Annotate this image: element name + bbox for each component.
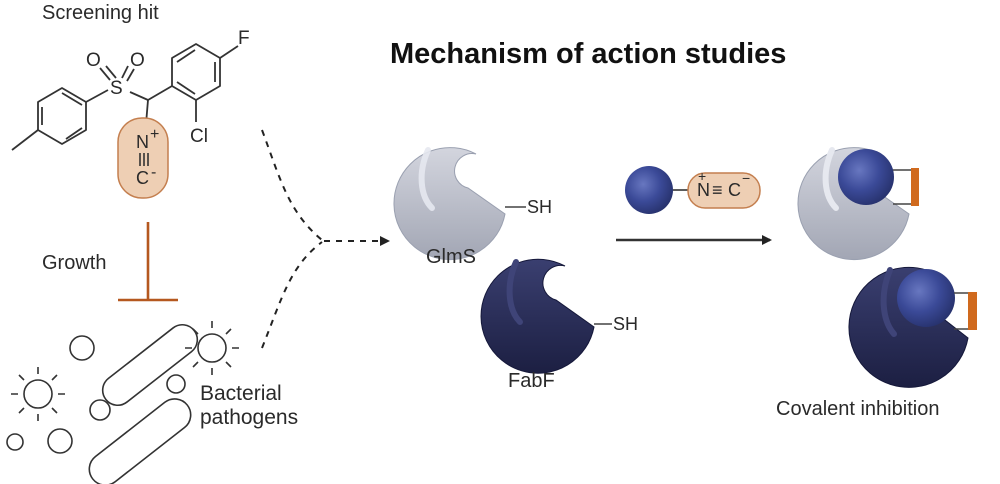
coccus <box>69 335 95 361</box>
carbon-charge: - <box>151 164 157 181</box>
glms-enzyme <box>393 147 526 261</box>
fabf-label: FabF <box>508 370 555 392</box>
glms-pacman <box>393 147 506 261</box>
reagent-carbon: C <box>728 180 741 200</box>
coccus <box>6 433 24 451</box>
spiky-bacterium <box>185 321 239 375</box>
bacteria-cluster <box>6 321 239 484</box>
growth-inhibition-symbol <box>118 222 178 302</box>
fabf-enzyme <box>480 258 612 374</box>
convergence-arrows <box>261 129 390 349</box>
dashed-curve-lower <box>261 241 323 349</box>
screening-hit-structure <box>11 43 239 151</box>
methyl-bond <box>11 129 39 151</box>
tolyl-ring <box>37 87 87 145</box>
bacteria-label-line1: Bacterial <box>200 382 282 405</box>
reagent-highlight <box>687 172 761 209</box>
atom-sulfur: S <box>110 78 123 99</box>
bacillus <box>101 323 199 407</box>
atom-chlorine: Cl <box>190 126 208 147</box>
coccus <box>47 428 73 454</box>
screening-hit-label: Screening hit <box>42 2 159 24</box>
glms-label: GlmS <box>426 246 476 268</box>
coccus <box>89 399 111 421</box>
atom-nitrogen: N <box>136 132 149 152</box>
covalent-link <box>968 292 977 330</box>
bound-ligand-sphere <box>897 269 955 327</box>
nitrogen-charge: + <box>150 126 160 143</box>
bound-ligand-sphere <box>838 149 894 205</box>
bacteria-label-line2: pathogens <box>200 406 299 429</box>
atom-carbon: C <box>136 168 149 188</box>
isonitrile-reagent <box>625 166 761 214</box>
fabf-pacman <box>480 258 595 374</box>
fabf-covalent-complex <box>848 266 977 388</box>
fabf-thiol-label: SH <box>613 314 639 334</box>
reagent-plus: + <box>698 168 707 184</box>
glms-covalent-complex <box>797 147 919 261</box>
diagram-title: Mechanism of action studies <box>390 38 787 70</box>
fluorochlorophenyl-ring <box>171 43 221 101</box>
reagent-minus: − <box>742 170 751 186</box>
bacterial-pathogens-label: Bacterial pathogens <box>200 382 298 430</box>
ligand-sphere <box>625 166 673 214</box>
isonitrile-highlight <box>117 117 169 199</box>
atom-oxygen-1: O <box>86 50 101 71</box>
reagent-triple-bond: ≡ <box>712 180 723 200</box>
growth-label: Growth <box>42 252 107 274</box>
dashed-curve-upper <box>261 129 323 241</box>
coccus <box>166 374 186 394</box>
bacillus <box>88 398 192 484</box>
atom-fluorine: F <box>238 28 250 49</box>
covalent-inhibition-label: Covalent inhibition <box>776 398 940 420</box>
spiky-bacterium <box>11 367 65 421</box>
isonitrile-triple-bond <box>139 153 149 166</box>
covalent-link <box>911 168 919 206</box>
glms-thiol-label: SH <box>527 197 553 217</box>
atom-oxygen-2: O <box>130 50 145 71</box>
reagent-nitrogen: N <box>697 180 710 200</box>
